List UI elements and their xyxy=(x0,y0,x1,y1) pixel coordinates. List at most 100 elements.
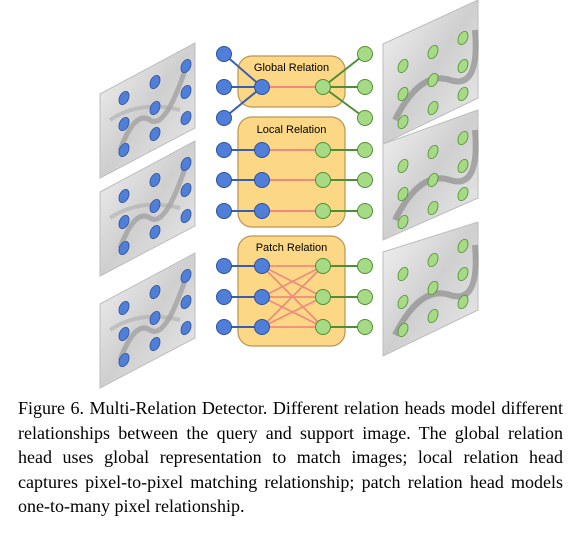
query-feature-marker xyxy=(180,208,192,224)
patch-relation-edge xyxy=(261,265,324,298)
query-feature-marker xyxy=(118,352,130,368)
query-node xyxy=(216,203,232,219)
support-feature-marker xyxy=(427,72,439,88)
patch-query-node xyxy=(254,319,270,335)
global-query-edge xyxy=(223,86,263,119)
support-feature-marker xyxy=(397,158,409,174)
query-feature-marker xyxy=(149,100,161,116)
support-feature-marker xyxy=(397,322,409,338)
support-markers xyxy=(397,30,469,338)
global-support-node xyxy=(315,79,331,95)
support-image-local xyxy=(382,109,479,241)
support-node xyxy=(357,258,373,274)
patch-relation-title: Patch Relation xyxy=(256,242,328,254)
support-feature-marker xyxy=(457,130,469,146)
support-node xyxy=(357,203,373,219)
query-node xyxy=(216,172,232,188)
support-feature-marker xyxy=(397,294,409,310)
support-feature-marker xyxy=(427,100,439,116)
query-feature-marker xyxy=(118,90,130,106)
support-feature-marker xyxy=(457,186,469,202)
support-node xyxy=(357,46,373,62)
figure-caption: Figure 6. Multi-Relation Detector. Diffe… xyxy=(18,396,563,519)
query-feature-marker xyxy=(149,126,161,142)
support-feature-marker xyxy=(397,86,409,102)
query-markers xyxy=(118,58,192,368)
global-query-edge xyxy=(223,53,263,88)
support-feature-marker xyxy=(397,114,409,130)
global-support-edge xyxy=(322,86,366,119)
query-feature-marker xyxy=(180,182,192,198)
query-node xyxy=(216,289,232,305)
support-node xyxy=(357,79,373,95)
relation-nodes xyxy=(216,46,373,335)
query-node xyxy=(216,142,232,158)
support-node xyxy=(357,110,373,126)
local-relation-title: Local Relation xyxy=(257,124,327,136)
query-feature-marker xyxy=(118,116,130,132)
local-support-node xyxy=(315,172,331,188)
query-feature-marker xyxy=(149,198,161,214)
query-feature-marker xyxy=(118,188,130,204)
query-node xyxy=(216,258,232,274)
query-feature-marker xyxy=(180,268,192,284)
query-feature-marker xyxy=(118,142,130,158)
support-images xyxy=(382,0,479,357)
local-query-node xyxy=(254,142,270,158)
support-feature-marker xyxy=(427,44,439,60)
query-feature-marker xyxy=(149,310,161,326)
support-feature-marker xyxy=(457,158,469,174)
query-feature-marker xyxy=(180,84,192,100)
query-feature-marker xyxy=(180,294,192,310)
query-feature-marker xyxy=(149,284,161,300)
support-feature-marker xyxy=(457,266,469,282)
local-query-node xyxy=(254,172,270,188)
support-node xyxy=(357,319,373,335)
query-feature-marker xyxy=(118,326,130,342)
query-feature-marker xyxy=(149,224,161,240)
patch-relation-edge xyxy=(261,296,324,328)
patch-relation-edge xyxy=(261,265,324,328)
support-image-global xyxy=(382,0,479,145)
query-node xyxy=(216,110,232,126)
query-feature-marker xyxy=(118,240,130,256)
support-feature-marker xyxy=(457,294,469,310)
support-feature-marker xyxy=(397,186,409,202)
query-node xyxy=(216,79,232,95)
support-feature-marker xyxy=(457,58,469,74)
query-feature-marker xyxy=(149,172,161,188)
support-feature-marker xyxy=(427,172,439,188)
support-node xyxy=(357,172,373,188)
patch-query-node xyxy=(254,258,270,274)
query-feature-marker xyxy=(180,156,192,172)
caption-text: Multi-Relation Detector. Different relat… xyxy=(18,398,564,516)
query-image-patch xyxy=(99,252,196,389)
local-support-node xyxy=(315,203,331,219)
global-relation-title: Global Relation xyxy=(254,62,329,74)
patch-support-node xyxy=(315,319,331,335)
global-support-edge xyxy=(322,53,366,88)
query-feature-marker xyxy=(149,336,161,352)
query-feature-marker xyxy=(118,214,130,230)
support-feature-marker xyxy=(457,238,469,254)
support-feature-marker xyxy=(397,266,409,282)
patch-support-node xyxy=(315,258,331,274)
support-feature-marker xyxy=(397,58,409,74)
caption-label: Figure 6. xyxy=(18,398,84,418)
support-feature-marker xyxy=(427,308,439,324)
local-query-node xyxy=(254,203,270,219)
support-feature-marker xyxy=(457,86,469,102)
multi-relation-detector-diagram: Global Relation Local Relation Patch Rel… xyxy=(99,0,479,389)
patch-query-node xyxy=(254,289,270,305)
support-node xyxy=(357,142,373,158)
local-support-node xyxy=(315,142,331,158)
support-feature-marker xyxy=(427,200,439,216)
support-feature-marker xyxy=(427,280,439,296)
query-feature-marker xyxy=(149,74,161,90)
query-feature-marker xyxy=(180,110,192,126)
support-node xyxy=(357,289,373,305)
query-node xyxy=(216,319,232,335)
query-feature-marker xyxy=(180,320,192,336)
support-feature-marker xyxy=(397,214,409,230)
query-feature-marker xyxy=(180,58,192,74)
